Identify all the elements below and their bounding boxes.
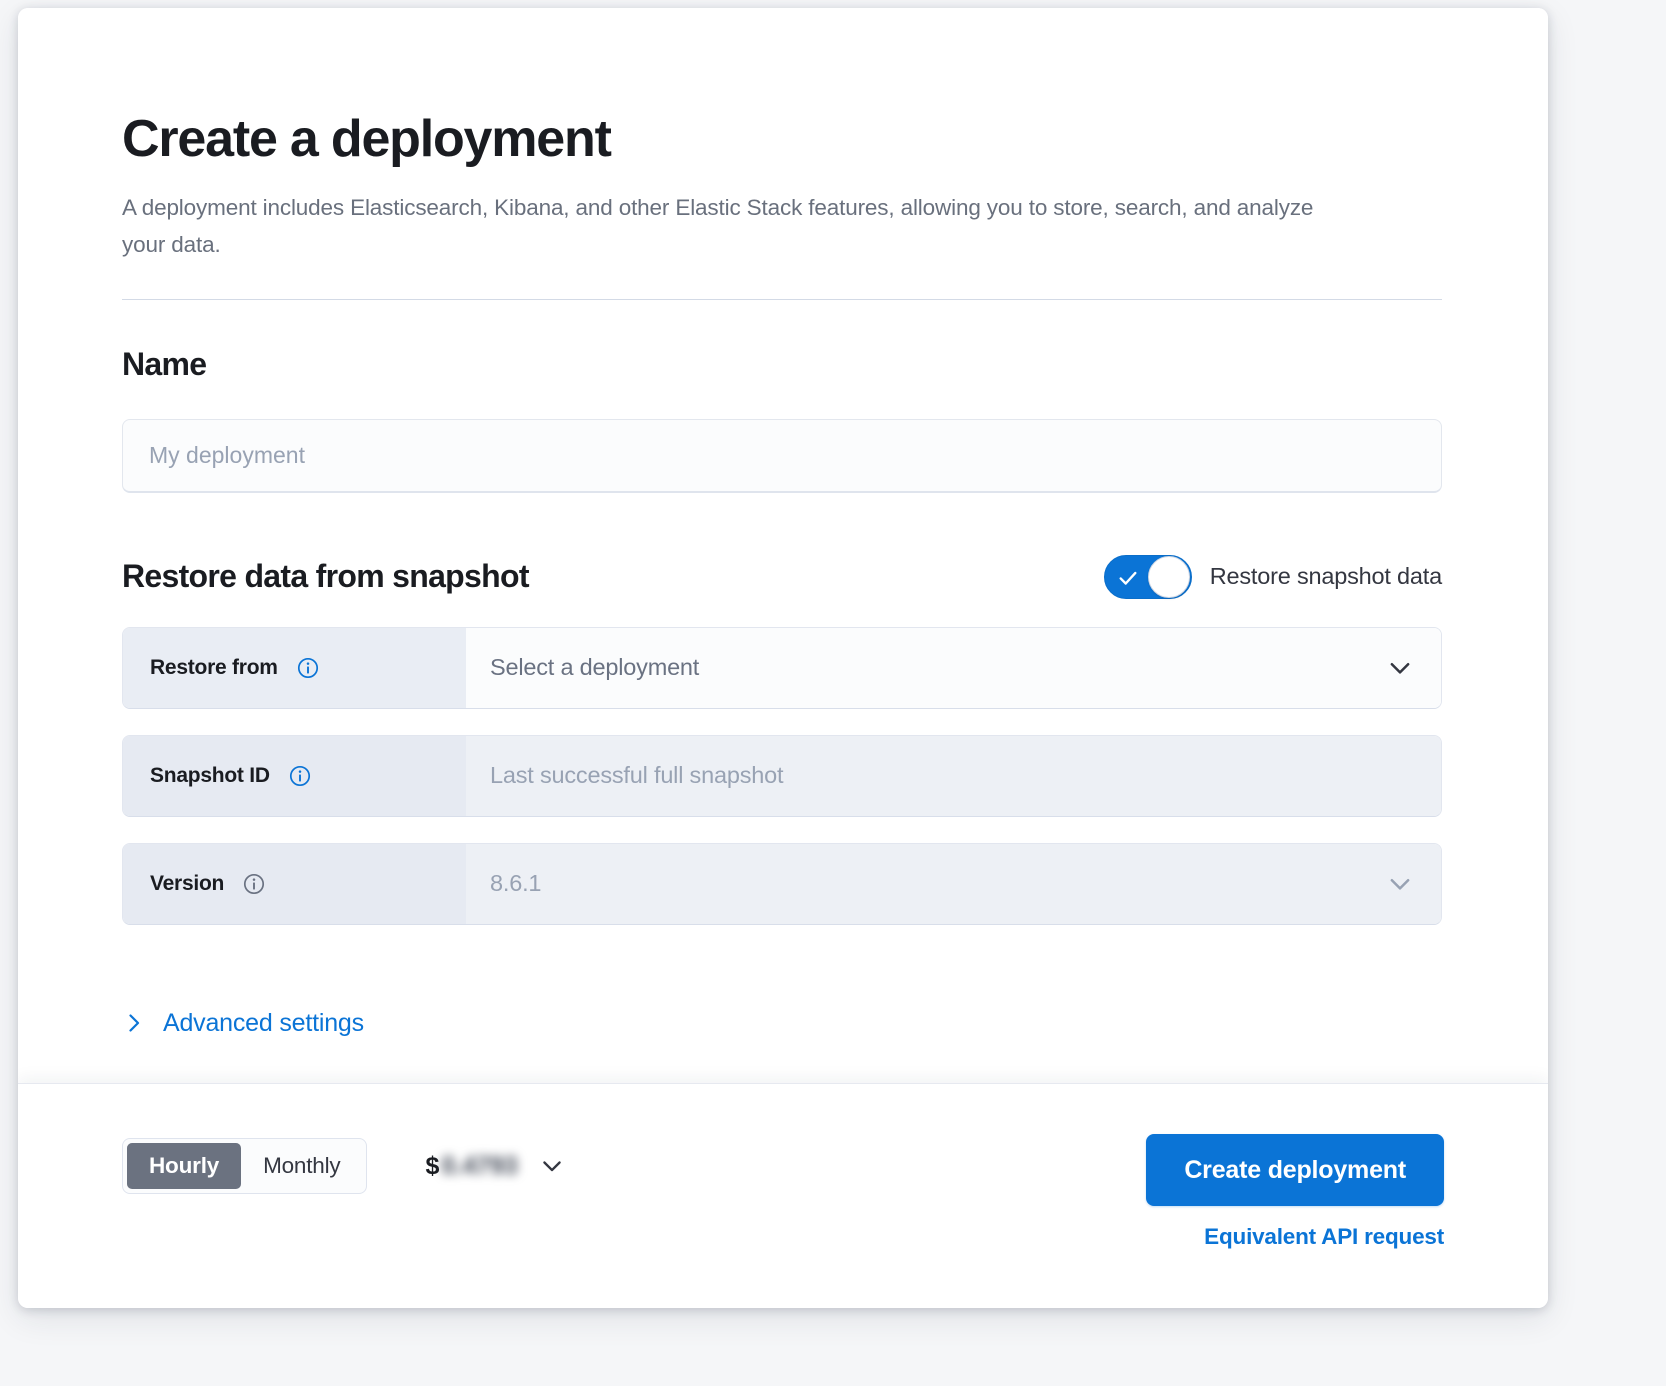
restore-snapshot-toggle[interactable]: Restore snapshot data: [1103, 554, 1442, 599]
billing-option-hourly[interactable]: Hourly: [127, 1143, 242, 1189]
footer-inner: Hourly Monthly $0.4793 Create deployment…: [122, 1134, 1444, 1250]
create-deployment-panel: Create a deployment A deployment include…: [18, 8, 1548, 1308]
name-section-heading: Name: [122, 345, 207, 382]
restore-section-header: Restore data from snapshot Restore snaps…: [122, 554, 1442, 599]
chevron-down-icon[interactable]: [538, 1152, 566, 1180]
page-title: Create a deployment: [122, 110, 612, 168]
advanced-settings-label: Advanced settings: [163, 1008, 364, 1037]
form-row-restore-from[interactable]: Restore from Select a deployment: [122, 626, 1442, 709]
restore-section-heading: Restore data from snapshot: [122, 558, 529, 595]
chevron-down-icon[interactable]: [1385, 653, 1415, 683]
info-circle-icon[interactable]: [242, 872, 266, 896]
toggle-label: Restore snapshot data: [1209, 563, 1442, 590]
header-divider: [122, 298, 1442, 300]
row-label-restore-from: Restore from: [123, 627, 466, 708]
advanced-settings-link[interactable]: Advanced settings: [122, 1009, 364, 1038]
name-section: Name: [122, 345, 1442, 493]
info-circle-icon[interactable]: [288, 764, 312, 788]
chevron-right-icon: [129, 1014, 140, 1032]
price-value: $0.4793: [425, 1152, 517, 1181]
panel-footer: Hourly Monthly $0.4793 Create deployment…: [18, 1083, 1548, 1308]
row-label-snapshot-id: Snapshot ID: [123, 735, 466, 816]
toggle-switch[interactable]: [1103, 554, 1192, 599]
row-value-text: Select a deployment: [490, 654, 700, 681]
row-field-version: 8.6.1: [466, 843, 1441, 924]
billing-option-monthly[interactable]: Monthly: [241, 1143, 362, 1189]
panel-scroll-body: Create a deployment A deployment include…: [18, 8, 1548, 1083]
form-row-snapshot-id: Snapshot ID Last successful full snapsho…: [122, 734, 1442, 817]
price-currency: $: [425, 1151, 440, 1180]
footer-left: Hourly Monthly $0.4793: [122, 1134, 566, 1194]
price-amount: 0.4793: [441, 1151, 518, 1180]
chevron-down-icon: [1390, 878, 1410, 890]
row-label-text: Restore from: [150, 655, 278, 679]
row-label-version: Version: [123, 843, 466, 924]
billing-period-segmented-control[interactable]: Hourly Monthly: [122, 1138, 368, 1194]
row-value-text: Last successful full snapshot: [490, 762, 784, 789]
row-field-snapshot-id: Last successful full snapshot: [466, 735, 1441, 816]
deployment-name-input[interactable]: [122, 418, 1442, 493]
info-circle-icon[interactable]: [296, 656, 320, 680]
row-value-text: 8.6.1: [490, 870, 542, 897]
page-subtitle: A deployment includes Elasticsearch, Kib…: [122, 194, 1314, 257]
row-label-text: Version: [150, 871, 225, 895]
form-row-version: Version 8.6.1: [122, 842, 1442, 925]
create-deployment-button[interactable]: Create deployment: [1146, 1134, 1444, 1206]
check-icon: [1119, 571, 1137, 585]
row-label-text: Snapshot ID: [150, 763, 270, 787]
toggle-knob: [1147, 555, 1190, 598]
footer-right: Create deployment Equivalent API request: [1146, 1134, 1444, 1250]
panel-content: Create a deployment A deployment include…: [18, 8, 1442, 1042]
price-display[interactable]: $0.4793: [425, 1152, 565, 1181]
restore-form-rows: Restore from Select a deployment: [122, 626, 1442, 925]
equivalent-api-request-link[interactable]: Equivalent API request: [1204, 1224, 1444, 1249]
row-field-restore-from[interactable]: Select a deployment: [466, 627, 1441, 708]
